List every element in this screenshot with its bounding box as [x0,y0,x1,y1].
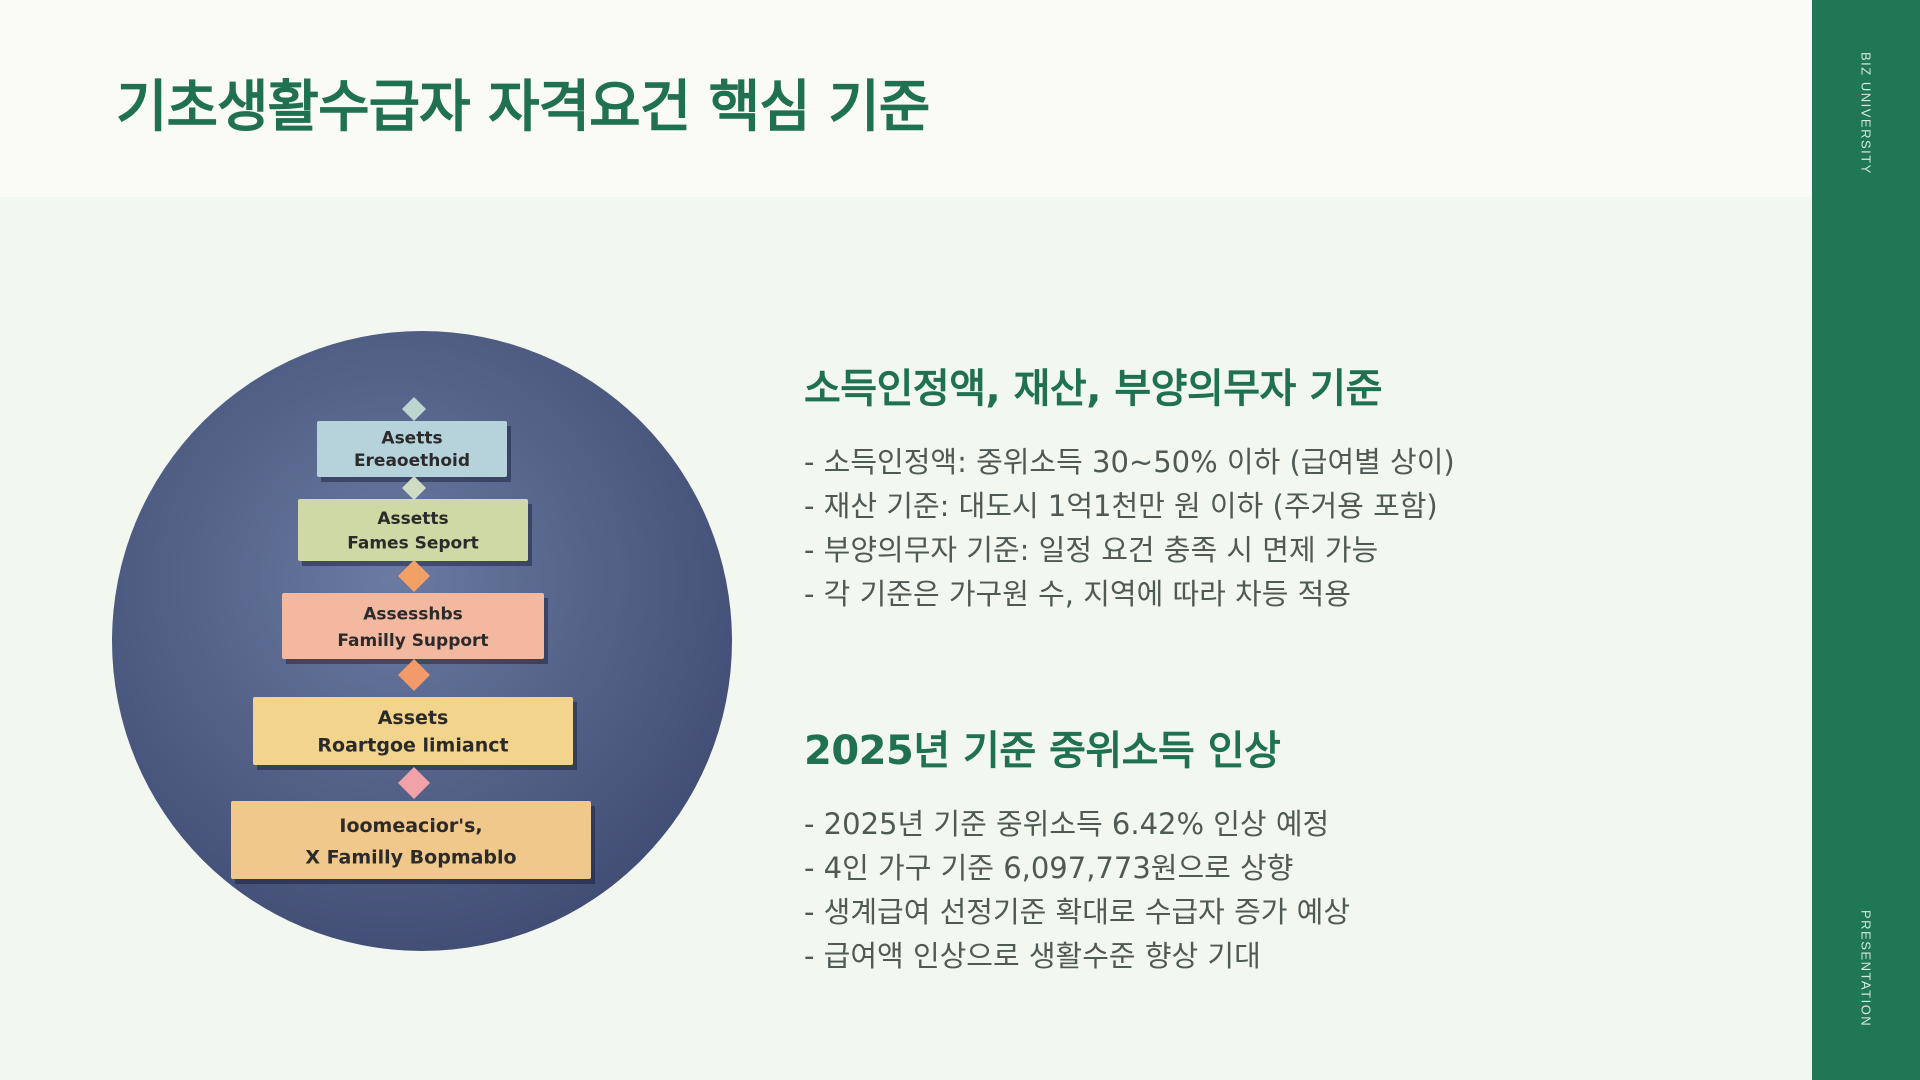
criteria-list: - 소득인정액: 중위소득 30~50% 이하 (급여별 상이) - 재산 기준… [804,440,1704,616]
connector-diamond [402,397,426,421]
label-block-line1: Ioomeacior's, [339,815,482,837]
side-label-bottom-text: PRESENTATION [1858,910,1874,1028]
side-label-bottom: PRESENTATION [1812,910,1920,1027]
connector-diamond [402,476,426,500]
list-item: - 4인 가구 기준 6,097,773원으로 상향 [804,851,1294,885]
label-block-line1: Assets [378,707,449,729]
slide-title: 기초생활수급자 자격요건 핵심 기준 [116,75,930,140]
label-block [317,421,507,477]
list-item: - 부양의무자 기준: 일정 요건 충족 시 면제 가능 [804,533,1379,567]
criteria-section: 소득인정액, 재산, 부양의무자 기준 - 소득인정액: 중위소득 30~50%… [804,356,1704,616]
label-block-line1: Assesshbs [363,604,463,624]
list-item: - 재산 기준: 대도시 1억1천만 원 이하 (주거용 포함) [804,489,1438,523]
label-block-line1: Assetts [377,509,448,529]
criteria-heading: 소득인정액, 재산, 부양의무자 기준 [804,366,1382,412]
connector-diamond [398,659,430,691]
label-block [282,593,544,659]
label-block [298,499,528,561]
list-item: - 2025년 기준 중위소득 6.42% 인상 예정 [804,807,1330,841]
label-block [231,801,591,879]
label-block [253,697,573,765]
label-block-line2: X Familly Bopmablo [305,846,516,868]
list-item: - 생계급여 선정기준 확대로 수급자 증가 예상 [804,895,1351,929]
connector-diamond [398,560,430,592]
median-income-heading: 2025년 기준 중위소득 인상 [804,728,1281,774]
side-band [1812,0,1920,1080]
median-income-section: 2025년 기준 중위소득 인상 - 2025년 기준 중위소득 6.42% 인… [804,718,1704,978]
median-income-list: - 2025년 기준 중위소득 6.42% 인상 예정 - 4인 가구 기준 6… [804,802,1704,978]
label-block-line1: Asetts [381,428,442,448]
side-label-top-text: BIZ UNIVERSITY [1858,52,1874,175]
label-block-line2: Ereaoethoid [354,451,470,471]
list-item: - 소득인정액: 중위소득 30~50% 이하 (급여별 상이) [804,445,1455,479]
label-block-line2: Roartgoe limianct [317,734,508,756]
label-block-line2: Fames Seport [347,534,479,554]
header-bar: 기초생활수급자 자격요건 핵심 기준 [0,0,1812,197]
list-item: - 급여액 인상으로 생활수준 향상 기대 [804,939,1261,973]
list-item: - 각 기준은 가구원 수, 지역에 따라 차등 적용 [804,577,1351,611]
label-block-line2: Familly Support [337,631,488,651]
connector-diamond [398,767,430,799]
side-label-top: BIZ UNIVERSITY [1812,52,1920,175]
